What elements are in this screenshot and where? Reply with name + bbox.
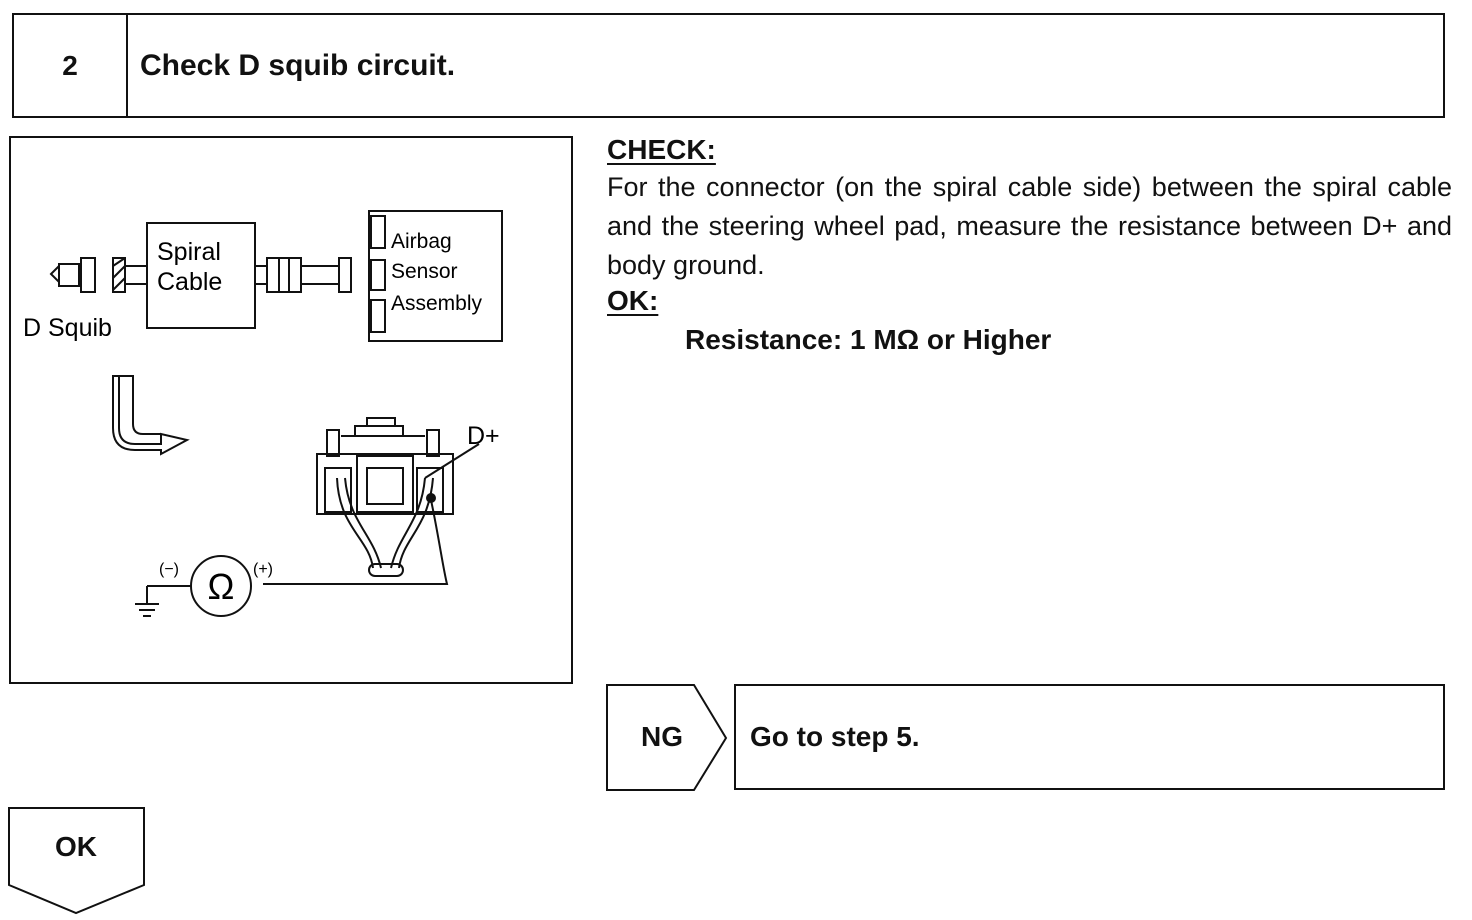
check-heading: CHECK: (607, 134, 716, 165)
diagram-illustration: Spiral Cable Airbag Sensor Assembly D Sq… (23, 210, 503, 617)
ohm-symbol: Ω (208, 566, 235, 607)
down-right-arrow (112, 375, 190, 456)
circuit-diagram: Spiral Cable Airbag Sensor Assembly D Sq… (9, 136, 573, 684)
connector-body (316, 453, 454, 515)
ok-tab-shape (8, 807, 145, 915)
check-section: CHECK: For the connector (on the spiral … (607, 132, 1452, 361)
ng-action: Go to step 5. (734, 684, 1445, 790)
airbag-label-1: Airbag (391, 230, 452, 253)
ok-label: OK (55, 831, 97, 862)
d-squib-label: D Squib (23, 314, 112, 342)
check-body: For the connector (on the spiral cable s… (607, 172, 1452, 280)
d-plus-label: D+ (467, 422, 500, 450)
minus-label: (−) (159, 561, 179, 578)
airbag-sensor-box (368, 210, 503, 342)
ok-heading: OK: (607, 285, 659, 316)
ng-tab-shape (606, 684, 728, 791)
probe-wire (263, 499, 449, 585)
squib-tip (49, 263, 60, 285)
ng-label: NG (641, 721, 683, 752)
step-title: Check D squib circuit. (140, 48, 456, 82)
plus-label: (+) (253, 561, 273, 578)
resistance-spec: Resistance: 1 MΩ or Higher (685, 324, 1052, 355)
airbag-label-2: Sensor (391, 260, 458, 283)
airbag-label-3: Assembly (391, 292, 483, 315)
step-header: 2 Check D squib circuit. (12, 13, 1445, 118)
spiral-label-1: Spiral (157, 238, 221, 266)
d-plus-leader (424, 443, 480, 479)
spiral-label-2: Cable (157, 268, 222, 296)
step-number: 2 (14, 15, 128, 116)
